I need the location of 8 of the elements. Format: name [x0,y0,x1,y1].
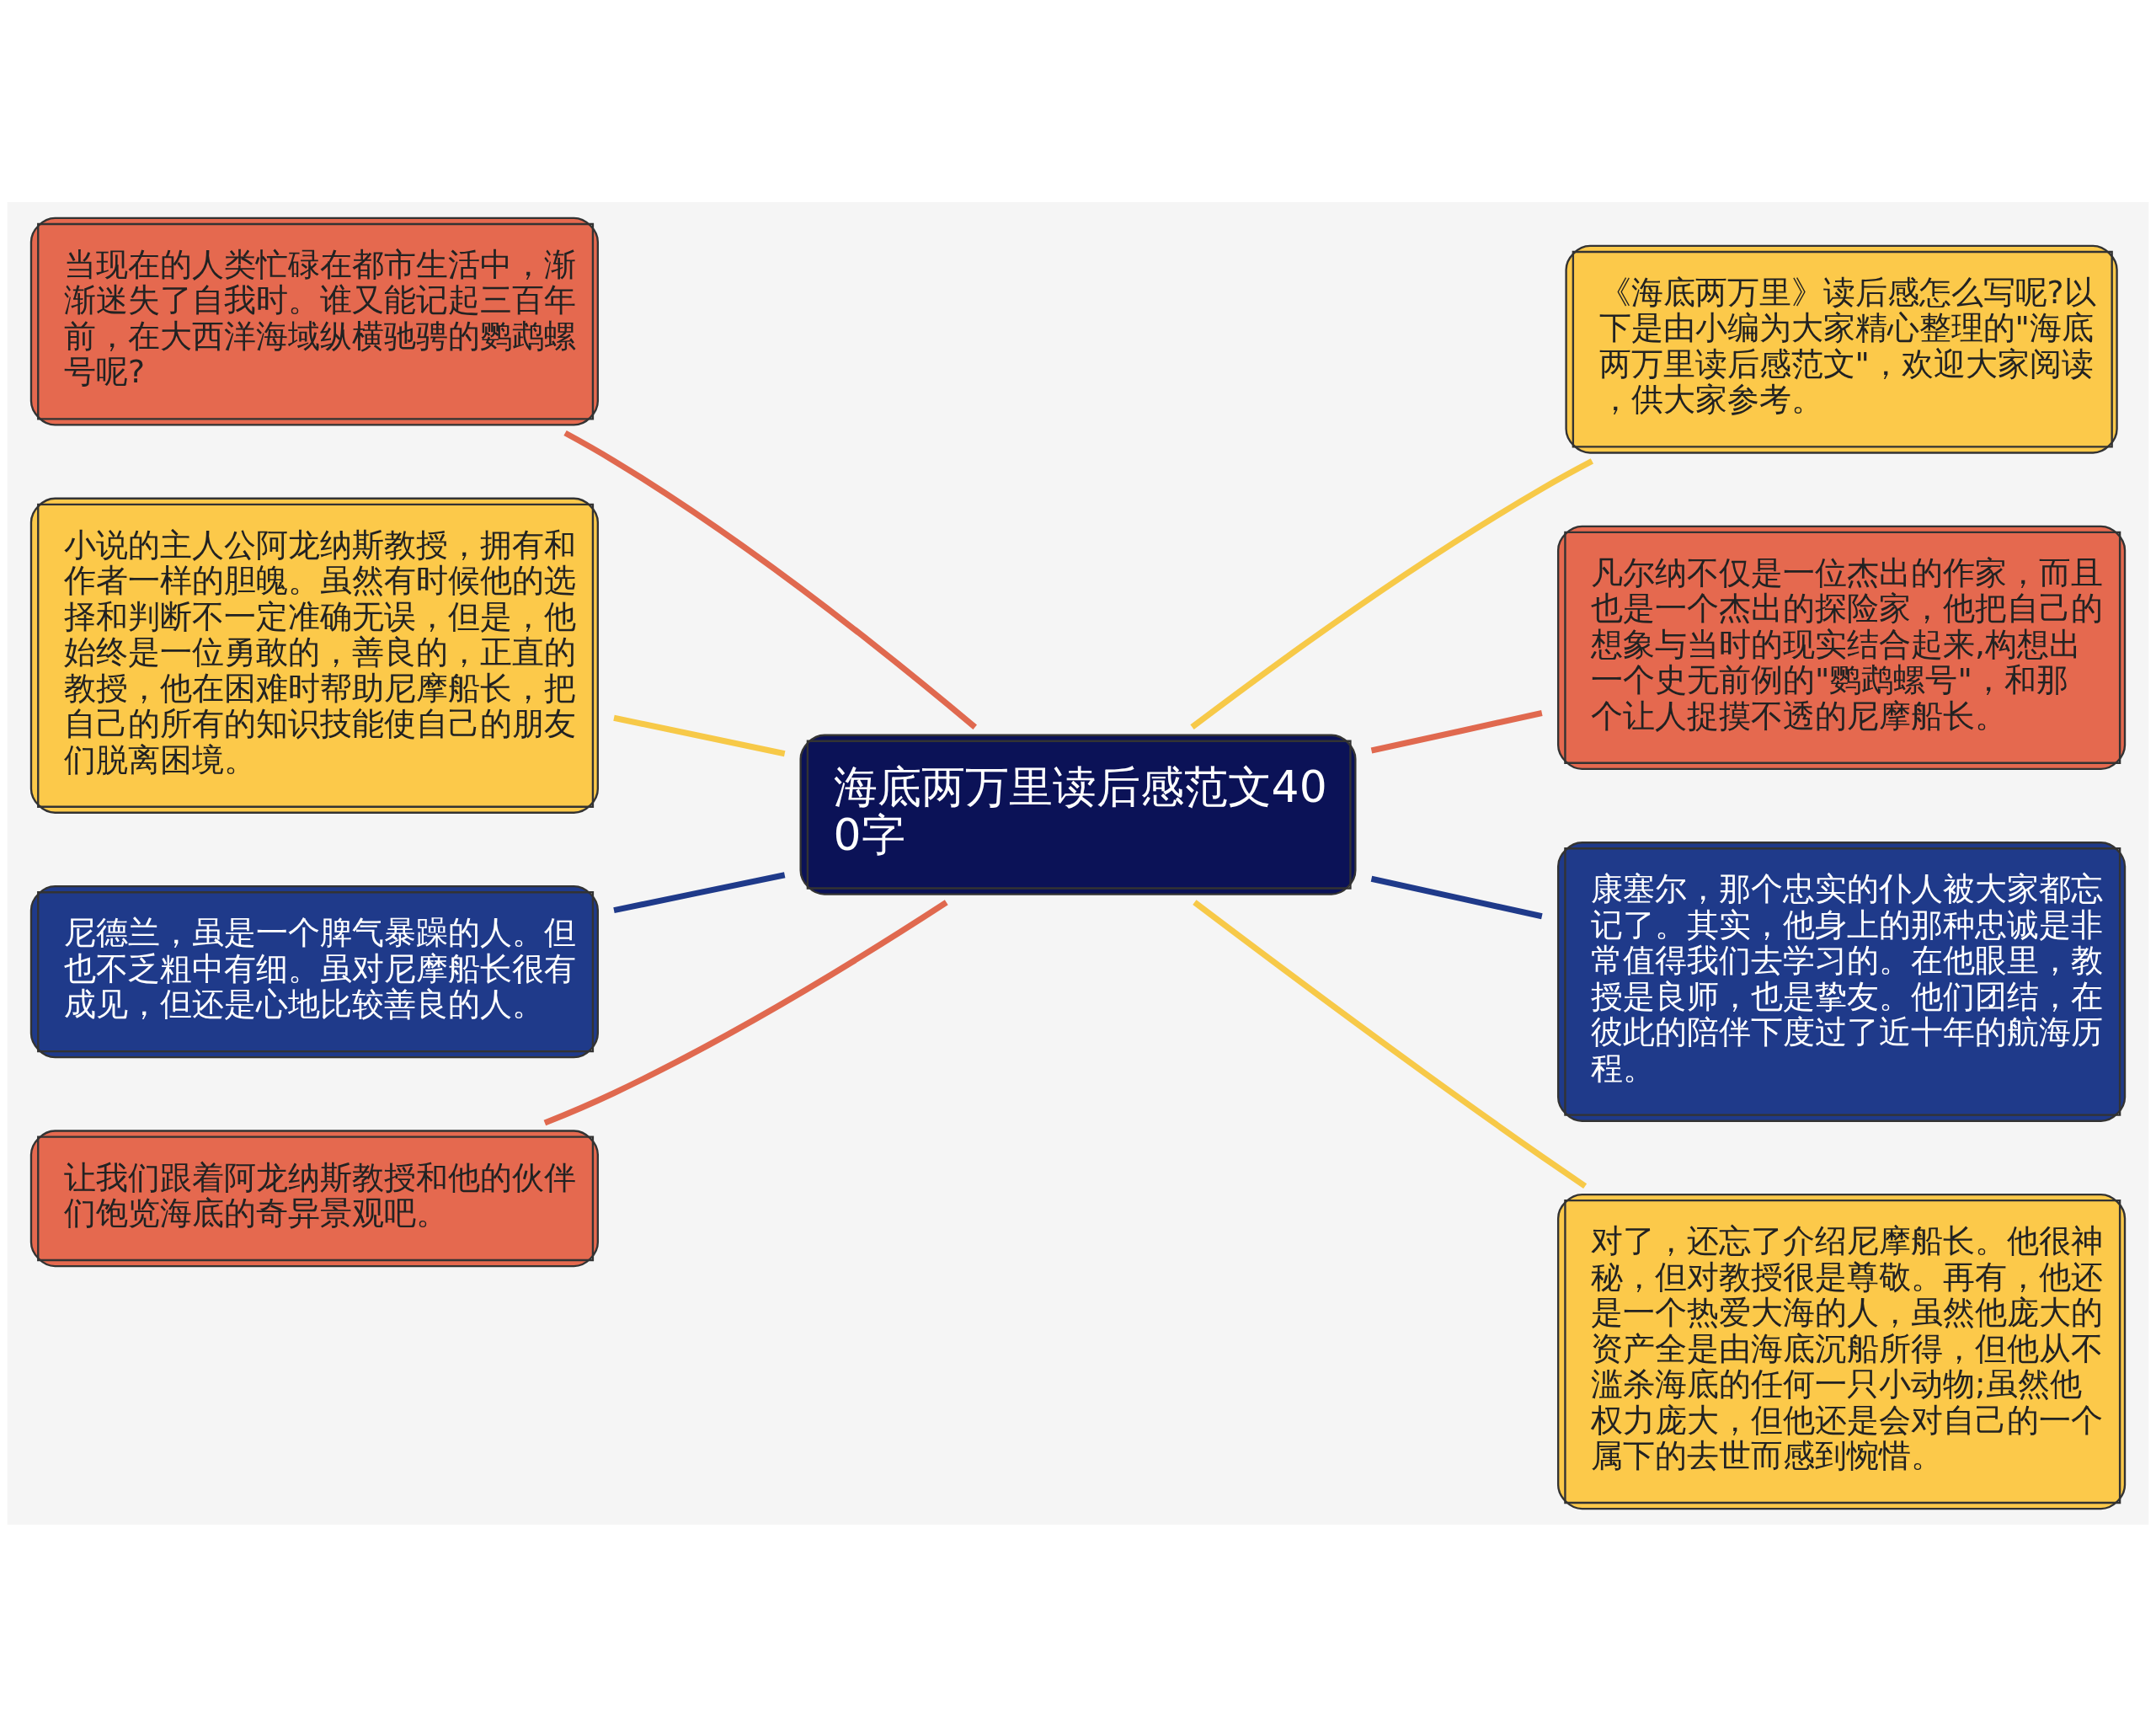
connector [1190,457,1593,729]
connector [543,899,948,1125]
connector [563,430,977,729]
connector [613,714,786,756]
connector [1370,875,1543,919]
connector [613,871,786,913]
connector [1370,709,1543,753]
connector [1193,899,1588,1189]
